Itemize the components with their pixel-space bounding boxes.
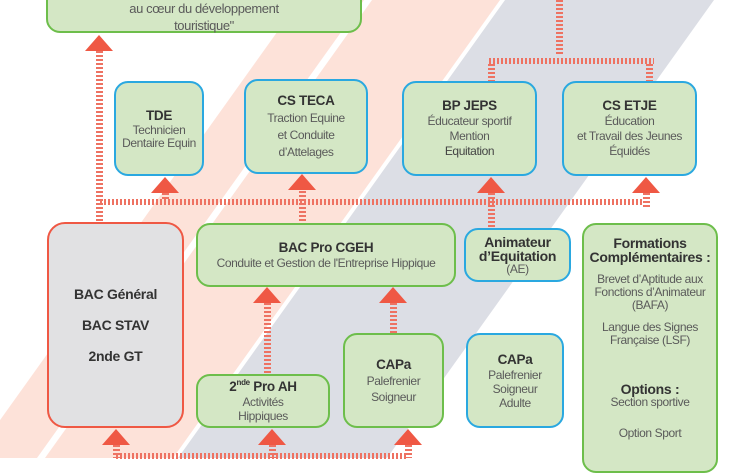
box-line: et Conduite xyxy=(277,128,335,142)
box-line: Technicien xyxy=(132,122,186,137)
connector-top-vertical xyxy=(556,0,563,56)
box-line: 2nde GT xyxy=(88,347,143,364)
arrow-up-icon xyxy=(258,429,286,445)
box-line: Equitation xyxy=(444,144,495,158)
box-line: Adulte xyxy=(499,395,531,410)
box-title: CS ETJE xyxy=(602,98,657,113)
arrow-up-icon xyxy=(379,287,407,303)
box-line: Hippiques xyxy=(238,409,288,423)
box-title: BAC Pro CGEH xyxy=(278,240,374,255)
top-box-line: touristique" xyxy=(174,18,234,33)
title-superscript: nde xyxy=(236,378,250,387)
arrow-up-icon xyxy=(394,429,422,445)
box-line: et Travail des Jeunes xyxy=(577,129,682,143)
box-capa: CAPa Palefrenier Soigneur xyxy=(343,333,444,428)
connector-capa-to-bacpro xyxy=(390,303,397,333)
title-suffix: Pro AH xyxy=(249,379,297,394)
option-item: Section sportive xyxy=(610,395,690,409)
box-title: Animateur xyxy=(484,233,551,250)
box-subtitle: (AE) xyxy=(506,261,529,276)
connector-ae-to-bpjeps xyxy=(488,193,495,228)
connector-top-left-drop xyxy=(488,64,495,81)
top-box-text: au cœur du développement touristique" xyxy=(46,0,362,34)
box-line: Traction Equine xyxy=(267,111,345,125)
connector-bacg-to-top xyxy=(96,51,103,222)
option-item: Option Sport xyxy=(618,426,682,440)
box-animateur-equitation: Animateur d’Equitation (AE) xyxy=(464,228,571,282)
arrow-up-icon xyxy=(288,174,316,190)
box-title: Formations xyxy=(613,235,687,251)
top-box xyxy=(46,0,362,33)
box-line: Française (LSF) xyxy=(609,333,691,347)
box-title: CAPa xyxy=(376,356,411,372)
box-formations-complementaires: Formations Complémentaires : Brevet d’Ap… xyxy=(582,223,718,473)
connector-top-right-drop xyxy=(646,64,653,81)
box-title: CS TECA xyxy=(277,93,335,108)
connector-bottom-horizontal xyxy=(116,453,408,459)
box-line: d’Attelages xyxy=(278,145,334,159)
connector-bottom-stub xyxy=(113,445,120,458)
arrow-up-icon xyxy=(253,287,281,303)
box-line: Activités xyxy=(242,395,284,409)
box-bac-pro-cgeh: BAC Pro CGEH Conduite et Gestion de l'En… xyxy=(196,223,456,287)
connector-bottom-stub xyxy=(269,445,276,458)
box-line: BAC STAV xyxy=(81,316,150,333)
box-line: (BAFA) xyxy=(631,298,669,312)
box-line: Fonctions d’Animateur xyxy=(594,285,706,299)
arrow-up-icon xyxy=(151,177,179,193)
arrow-up-icon xyxy=(477,177,505,193)
connector-2ndepro-to-bacpro xyxy=(264,303,271,374)
box-title: CAPa xyxy=(497,351,533,367)
box-line: Éducateur sportif xyxy=(427,114,512,128)
box-line: Éducation xyxy=(604,114,655,128)
box-2nde-pro-ah: 2nde Pro AH Activités Hippiques xyxy=(196,374,330,428)
box-title: TDE xyxy=(145,107,173,123)
connector-bacpro-to-csteca xyxy=(299,191,306,222)
box-capa-adulte: CAPa Palefrenier Soigneur Adulte xyxy=(466,333,564,428)
box-line: Équidés xyxy=(609,144,650,158)
box-line: Palefrenier xyxy=(488,367,542,382)
box-line: Brevet d’Aptitude aux xyxy=(597,272,703,286)
arrow-up-icon xyxy=(102,429,130,445)
box-line: Dentaire Equin xyxy=(122,135,196,150)
box-line: BAC Général xyxy=(73,285,158,302)
title-prefix: 2 xyxy=(229,379,237,394)
box-line: Soigneur xyxy=(371,389,416,404)
box-cs-teca: CS TECA Traction Equine et Conduite d’At… xyxy=(244,79,368,174)
connector-csetje-stub xyxy=(643,193,650,207)
box-line: Langue des Signes xyxy=(602,320,698,334)
box-subtitle: Conduite et Gestion de l'Entreprise Hipp… xyxy=(216,256,436,270)
options-title: Options : xyxy=(620,381,680,397)
box-tde: TDE Technicien Dentaire Equin xyxy=(114,81,204,176)
box-line: Soigneur xyxy=(492,381,538,396)
box-title: d’Equitation xyxy=(478,247,557,264)
box-cs-etje: CS ETJE Éducation et Travail des Jeunes … xyxy=(562,81,697,176)
arrow-up-icon xyxy=(85,35,113,51)
connector-bottom-stub xyxy=(405,445,412,458)
box-line: Mention xyxy=(449,129,490,143)
box-title: BP JEPS xyxy=(442,98,497,113)
connector-tde-stub xyxy=(162,193,169,200)
connector-top-horizontal xyxy=(489,58,654,64)
arrow-up-icon xyxy=(632,177,660,193)
box-title: Complémentaires : xyxy=(589,249,711,265)
box-line: Palefrenier xyxy=(366,373,421,388)
box-title: 2nde Pro AH xyxy=(229,378,297,395)
box-bac-general: BAC Général BAC STAV 2nde GT xyxy=(47,222,184,428)
box-bp-jeps: BP JEPS Éducateur sportif Mention Equita… xyxy=(402,81,537,176)
connector-row2-horizontal xyxy=(100,199,643,205)
top-box-line: au cœur du développement xyxy=(129,1,279,16)
